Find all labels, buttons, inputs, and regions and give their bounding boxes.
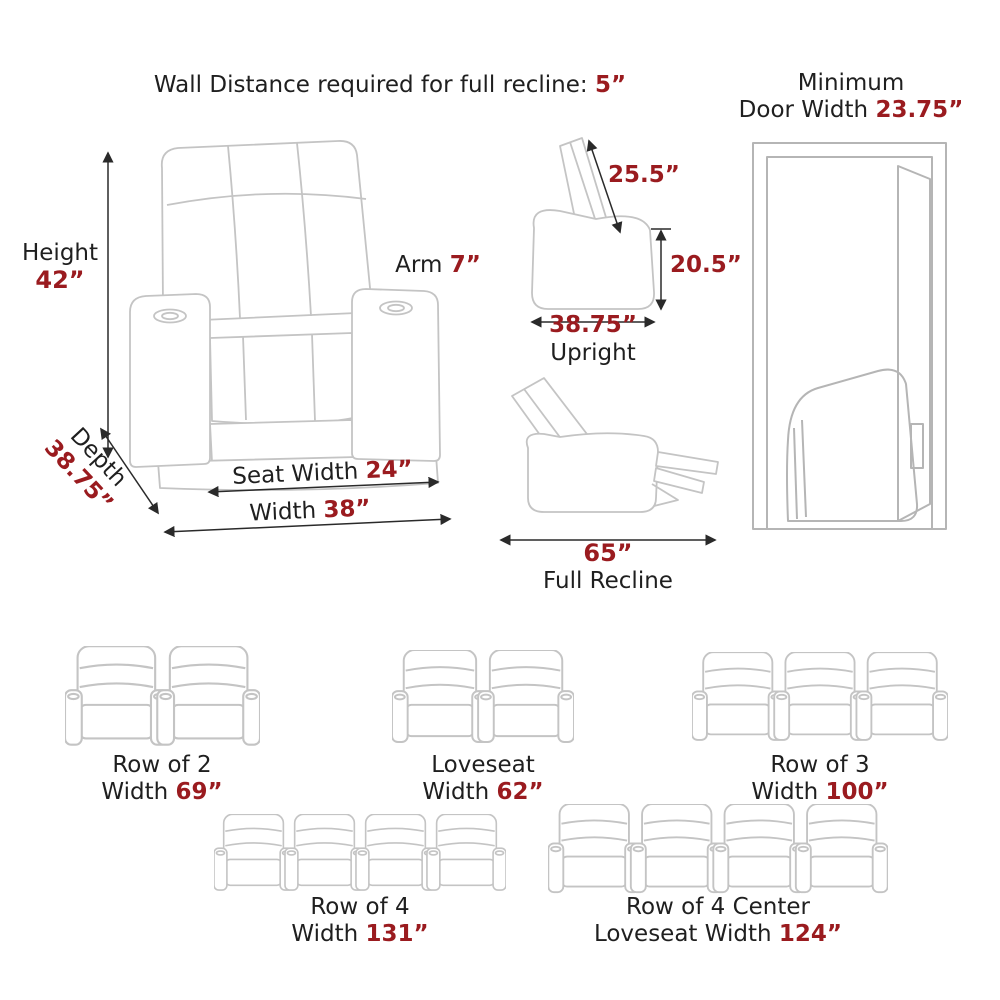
doorway-art — [752, 142, 947, 530]
loveseat-width-value: 62” — [496, 779, 544, 805]
row-of-4-center-width: Loveseat Width 124” — [558, 921, 878, 948]
loveseat-name: Loveseat — [431, 752, 535, 778]
row-of-4-name: Row of 4 — [310, 894, 410, 920]
upright-depth-value-text: 38.75” — [549, 312, 637, 338]
door-title-line1: Minimum — [797, 70, 905, 96]
row-of-4-art — [214, 814, 506, 891]
row-of-2-art — [65, 646, 260, 746]
row-of-4-center-width-text: Loveseat Width — [593, 921, 779, 947]
arm-text: Arm — [395, 252, 450, 278]
upright-caption: Upright — [550, 340, 636, 366]
row-of-4-label: Row of 4 Width 131” — [252, 894, 468, 948]
door-width-text: Door Width — [738, 97, 876, 123]
seat-width-text: Seat Width — [231, 458, 367, 490]
upright-back-value: 25.5” — [608, 162, 718, 189]
full-recline-length-value: 65” — [538, 540, 678, 567]
row-of-4-width-value: 131” — [365, 921, 429, 947]
row-of-2-width: Width 69” — [67, 779, 257, 806]
row-of-3-art — [692, 652, 948, 741]
arm-label: Arm 7” — [378, 252, 498, 279]
door-width-value: 23.75” — [875, 97, 964, 123]
row-of-3-width-text: Width — [751, 779, 826, 805]
width-text: Width — [248, 497, 325, 527]
header-wall-distance-text: Wall Distance required for full recline: — [153, 72, 595, 98]
height-value: 42” — [35, 266, 85, 294]
row-of-4-center-name: Row of 4 Center — [626, 894, 810, 920]
door-title-line2: Door Width 23.75” — [726, 97, 976, 124]
loveseat-label: Loveseat Width 62” — [383, 752, 583, 806]
header-wall-distance-value: 5” — [594, 72, 627, 98]
front-view-dimension-lines — [100, 151, 452, 538]
row-of-4-center-loveseat-art — [548, 804, 888, 894]
row-of-2-width-text: Width — [101, 779, 176, 805]
arm-value: 7” — [449, 252, 481, 278]
full-recline-side-view-art — [511, 377, 719, 513]
row-of-3-name: Row of 3 — [770, 752, 870, 778]
full-recline-length-text: 65” — [583, 539, 633, 567]
row-of-2-name: Row of 2 — [112, 752, 212, 778]
row-of-3-width-value: 100” — [825, 779, 889, 805]
height-label: Height 42” — [10, 240, 110, 294]
upright-height-value: 20.5” — [670, 252, 780, 279]
upright-back-value-text: 25.5” — [608, 162, 680, 188]
row-of-2-width-value: 69” — [175, 779, 223, 805]
loveseat-width: Width 62” — [383, 779, 583, 806]
row-of-4-center-width-value: 124” — [778, 921, 843, 947]
loveseat-art — [392, 650, 574, 743]
seat-width-value: 24” — [364, 456, 414, 485]
width-value: 38” — [322, 495, 372, 524]
height-text: Height — [21, 240, 99, 266]
upright-height-value-text: 20.5” — [670, 252, 742, 278]
row-of-3-width: Width 100” — [712, 779, 928, 806]
front-view-chair-art — [129, 140, 441, 492]
full-recline-caption: Full Recline — [543, 568, 673, 594]
upright-dimension-lines — [530, 139, 671, 328]
row-of-4-width: Width 131” — [252, 921, 468, 948]
upright-depth-value: 38.75” — [523, 312, 663, 339]
row-of-2-label: Row of 2 Width 69” — [67, 752, 257, 806]
door-title: Minimum Door Width 23.75” — [726, 70, 976, 124]
row-of-3-label: Row of 3 Width 100” — [712, 752, 928, 806]
row-of-4-width-text: Width — [291, 921, 366, 947]
loveseat-width-text: Width — [422, 779, 497, 805]
row-of-4-center-loveseat-label: Row of 4 Center Loveseat Width 124” — [558, 894, 878, 948]
header-wall-distance: Wall Distance required for full recline:… — [110, 72, 670, 99]
